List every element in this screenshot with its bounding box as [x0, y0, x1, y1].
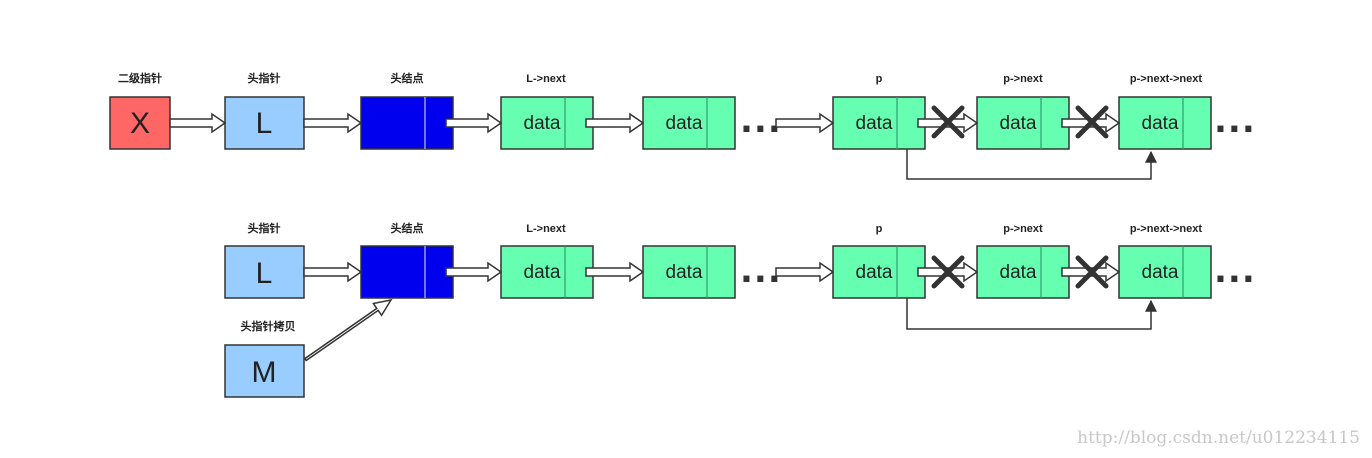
node-m: M [224, 344, 305, 398]
svg-text:data: data [1142, 113, 1179, 134]
data-node-p-next-next: data [1118, 96, 1212, 150]
svg-text:data: data [856, 113, 893, 134]
caption-p: p [876, 73, 883, 85]
data-node-p-next: data [976, 245, 1070, 299]
data-node-p-next-next: data [1118, 245, 1212, 299]
row-2: 头指针 头结点 L->next p p->next p->next->next … [224, 221, 1256, 398]
hollow-arrow [585, 261, 645, 283]
hollow-arrow [169, 112, 227, 134]
data-node-p-next: data [976, 96, 1070, 150]
svg-text:data: data [1142, 262, 1179, 283]
svg-text:L: L [256, 107, 273, 140]
caption-head-node: 头结点 [391, 71, 424, 85]
hollow-arrow-copy [303, 298, 393, 362]
hollow-arrow [303, 112, 363, 134]
hollow-arrow [303, 261, 363, 283]
data-node: data [642, 96, 736, 150]
data-node: data [500, 96, 594, 150]
caption-p-next-next: p->next->next [1130, 223, 1202, 235]
svg-text:data: data [856, 262, 893, 283]
data-node: data [642, 245, 736, 299]
bypass-arrow [906, 298, 1157, 330]
caption-head-node: 头结点 [391, 221, 424, 235]
node-l: L [224, 96, 305, 150]
svg-text:data: data [1000, 113, 1037, 134]
svg-text:data: data [524, 262, 561, 283]
svg-text:L: L [256, 257, 273, 290]
caption-p-next-next: p->next->next [1130, 73, 1202, 85]
ellipsis: ... [1214, 251, 1256, 291]
caption-p: p [876, 223, 883, 235]
caption-l-next: L->next [526, 73, 566, 85]
caption-l-next: L->next [526, 223, 566, 235]
node-l: L [224, 245, 305, 299]
head-node [360, 96, 454, 150]
ellipsis: ... [740, 101, 782, 141]
caption-head-pointer: 头指针 [248, 71, 281, 85]
hollow-arrow [775, 112, 835, 134]
cross-mark [1075, 255, 1109, 289]
svg-text:data: data [1000, 262, 1037, 283]
cross-mark [931, 255, 965, 289]
hollow-arrow [445, 261, 503, 283]
hollow-arrow [775, 261, 835, 283]
data-node-p: data [832, 96, 926, 150]
bypass-arrow [906, 149, 1157, 180]
data-node: data [500, 245, 594, 299]
svg-text:M: M [252, 356, 277, 389]
caption-p-next: p->next [1003, 223, 1043, 235]
watermark: http://blog.csdn.net/u012234115 [1077, 428, 1360, 448]
hollow-arrow [585, 112, 645, 134]
caption-head-pointer-copy: 头指针拷贝 [241, 319, 296, 333]
caption-double-pointer: 二级指针 [118, 71, 162, 85]
cross-mark [931, 105, 965, 139]
row-1: 二级指针 头指针 头结点 L->next p p->next p->next->… [109, 71, 1256, 180]
ellipsis: ... [1214, 101, 1256, 141]
caption-head-pointer: 头指针 [248, 221, 281, 235]
ellipsis: ... [740, 251, 782, 291]
svg-text:data: data [666, 262, 703, 283]
svg-text:data: data [666, 113, 703, 134]
head-node [360, 245, 454, 299]
node-x: X [109, 96, 171, 150]
cross-mark [1075, 105, 1109, 139]
hollow-arrow [445, 112, 503, 134]
svg-text:data: data [524, 113, 561, 134]
data-node-p: data [832, 245, 926, 299]
caption-p-next: p->next [1003, 73, 1043, 85]
svg-text:X: X [130, 107, 150, 140]
